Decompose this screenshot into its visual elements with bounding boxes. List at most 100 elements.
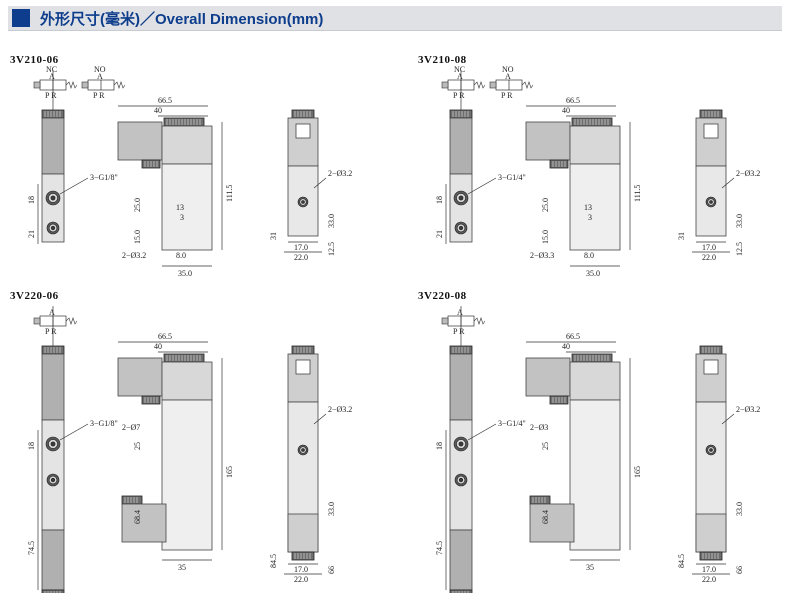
dim-s1: 31 <box>269 232 278 240</box>
coil-cap <box>449 109 473 119</box>
coil-housing-side <box>569 125 621 165</box>
symbol-port-pr: P R <box>93 91 105 100</box>
dim-d4: 15.0 <box>133 230 142 244</box>
coil-cap <box>41 345 65 355</box>
valve-symbol <box>33 79 78 91</box>
end-coil-2 <box>287 513 319 553</box>
end-coil-cap-2 <box>699 551 723 561</box>
symbol-port-pr: P R <box>501 91 513 100</box>
coil-cap-2 <box>449 589 473 593</box>
dim-d4: 15.0 <box>541 230 550 244</box>
dim-body-width: 40 <box>562 106 570 115</box>
dim-height: 165 <box>633 466 642 478</box>
dim-d2: 21 <box>27 230 36 238</box>
coil-side-2 <box>529 503 575 543</box>
valve-symbol <box>33 315 78 327</box>
dim-s2: 33.0 <box>327 214 336 228</box>
dim-end-hole: 2−Ø3.2 <box>736 405 760 414</box>
dim-total-width: 66.5 <box>158 332 172 341</box>
coil-housing-side <box>161 361 213 401</box>
dim-d3: 25.0 <box>133 198 142 212</box>
port-a <box>453 436 469 452</box>
dim-d2: 74.5 <box>435 541 444 555</box>
port-p <box>454 473 468 487</box>
dim-s7: 3 <box>588 213 592 222</box>
end-hole-leader <box>313 413 327 425</box>
symbol-port-a: A <box>97 72 103 81</box>
port-callout: 3−G1/8" <box>90 173 118 182</box>
model-label-3v210-08: 3V210-08 <box>418 54 467 66</box>
section-title: 外形尺寸(毫米)／Overall Dimension(mm) <box>40 11 324 28</box>
port-a <box>45 436 61 452</box>
port-callout: 3−G1/4" <box>498 173 526 182</box>
end-coil-cap <box>291 345 315 355</box>
coil-cap-side <box>571 117 613 127</box>
dim-s2: 33.0 <box>735 502 744 516</box>
dim-s3: 12.5 <box>735 242 744 256</box>
model-label-3v210-06: 3V210-06 <box>10 54 59 66</box>
dim-height: 111.5 <box>225 185 234 202</box>
model-label-3v220-06: 3V220-06 <box>10 290 59 302</box>
port-callout: 3−G1/4" <box>498 419 526 428</box>
port-leader <box>467 423 497 441</box>
symbol-port-pr: P R <box>45 91 57 100</box>
valve-body-side <box>161 163 213 251</box>
model-label-3v220-08: 3V220-08 <box>418 290 467 302</box>
end-window <box>295 123 311 139</box>
connector-side <box>549 395 569 405</box>
coil-cap-side <box>163 117 205 127</box>
dim-d6: 35 <box>586 563 594 572</box>
valve-symbol <box>81 79 126 91</box>
end-coil-cap <box>291 109 315 119</box>
port-a <box>453 190 469 206</box>
dim-s4: 17.0 <box>294 565 308 574</box>
dim-d6: 35 <box>178 563 186 572</box>
valve-symbol <box>489 79 534 91</box>
port-p <box>46 473 60 487</box>
dim-d3: 25 <box>541 442 550 450</box>
dim-height: 111.5 <box>633 185 642 202</box>
port-p <box>46 221 60 235</box>
valve-body-side <box>161 399 213 551</box>
coil-cap-side <box>163 353 205 363</box>
end-port <box>297 444 309 456</box>
dim-s2: 33.0 <box>735 214 744 228</box>
dim-s6: 13 <box>176 203 184 212</box>
coil-body-front-2 <box>449 529 473 591</box>
coil-cap-2 <box>41 589 65 593</box>
port-p <box>454 221 468 235</box>
dim-body-width: 40 <box>154 106 162 115</box>
dim-total-width: 66.5 <box>158 96 172 105</box>
end-port <box>705 444 717 456</box>
end-window <box>295 359 311 375</box>
coil-body-front <box>41 353 65 421</box>
end-coil-2 <box>695 513 727 553</box>
dim-mount-hole: 2−Ø3 <box>530 423 548 432</box>
coil-side <box>117 121 163 161</box>
dim-d4: 68.4 <box>133 510 142 524</box>
end-port <box>297 196 309 208</box>
drawing-3v220-06: AP R3−G1/8"1874.566.5401652568.42−Ø7352−… <box>27 306 352 593</box>
dim-d2: 74.5 <box>27 541 36 555</box>
port-a <box>45 190 61 206</box>
dim-mount-hole: 2−Ø3.3 <box>530 251 554 260</box>
connector-side-2 <box>121 495 143 505</box>
end-hole-leader <box>313 177 327 189</box>
dim-d5: 8.0 <box>176 251 186 260</box>
dim-end-hole: 2−Ø3.2 <box>328 405 352 414</box>
dim-body-width: 40 <box>154 342 162 351</box>
dim-d4: 68.4 <box>541 510 550 524</box>
dim-s6: 13 <box>584 203 592 212</box>
coil-side <box>117 357 163 397</box>
end-hole-leader <box>721 413 735 425</box>
end-hole-leader <box>721 177 735 189</box>
dim-s5: 22.0 <box>702 253 716 262</box>
dim-s7: 3 <box>180 213 184 222</box>
coil-cap-side <box>571 353 613 363</box>
dim-d6: 35.0 <box>178 269 192 278</box>
section-header: 外形尺寸(毫米)／Overall Dimension(mm) <box>8 6 782 31</box>
dim-s2: 33.0 <box>327 502 336 516</box>
valve-body-side <box>569 163 621 251</box>
